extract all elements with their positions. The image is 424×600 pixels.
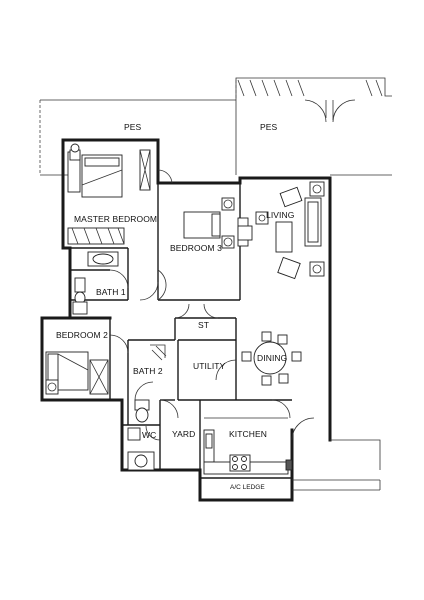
- label-master-bedroom: MASTER BEDROOM: [74, 214, 157, 224]
- label-kitchen: KITCHEN: [229, 429, 267, 439]
- label-yard: YARD: [172, 429, 195, 439]
- label-bath-2: BATH 2: [133, 366, 163, 376]
- label-wc: WC: [142, 430, 156, 440]
- label-bedroom-3: BEDROOM 3: [170, 243, 222, 253]
- wc-fixtures: [127, 427, 155, 471]
- door-swings: [109, 169, 315, 441]
- bedroom-3-bed: [183, 197, 253, 249]
- living-furniture: [255, 181, 325, 280]
- label-bedroom-2: BEDROOM 2: [56, 330, 108, 340]
- label-pes-right: PES: [260, 122, 278, 132]
- label-utility: UTILITY: [193, 361, 226, 371]
- bath-1-fixtures: [72, 251, 119, 315]
- room-labels: PES PES MASTER BEDROOM BEDROOM 3 LIVING …: [56, 122, 294, 491]
- label-living: LIVING: [266, 210, 294, 220]
- bedroom-2-bed: [45, 351, 109, 395]
- dining-set: [241, 331, 302, 386]
- label-st: ST: [198, 320, 209, 330]
- label-bath-1: BATH 1: [96, 287, 126, 297]
- label-dining: DINING: [257, 353, 287, 363]
- bath-2-fixtures: [134, 344, 167, 423]
- label-ac-ledge: A/C LEDGE: [230, 484, 265, 491]
- kitchen-counter: [203, 417, 293, 475]
- pes-area: [39, 77, 392, 176]
- interior-walls: [41, 183, 381, 500]
- master-bed: [67, 143, 151, 198]
- master-wardrobe: [67, 227, 125, 245]
- label-pes-left: PES: [124, 122, 142, 132]
